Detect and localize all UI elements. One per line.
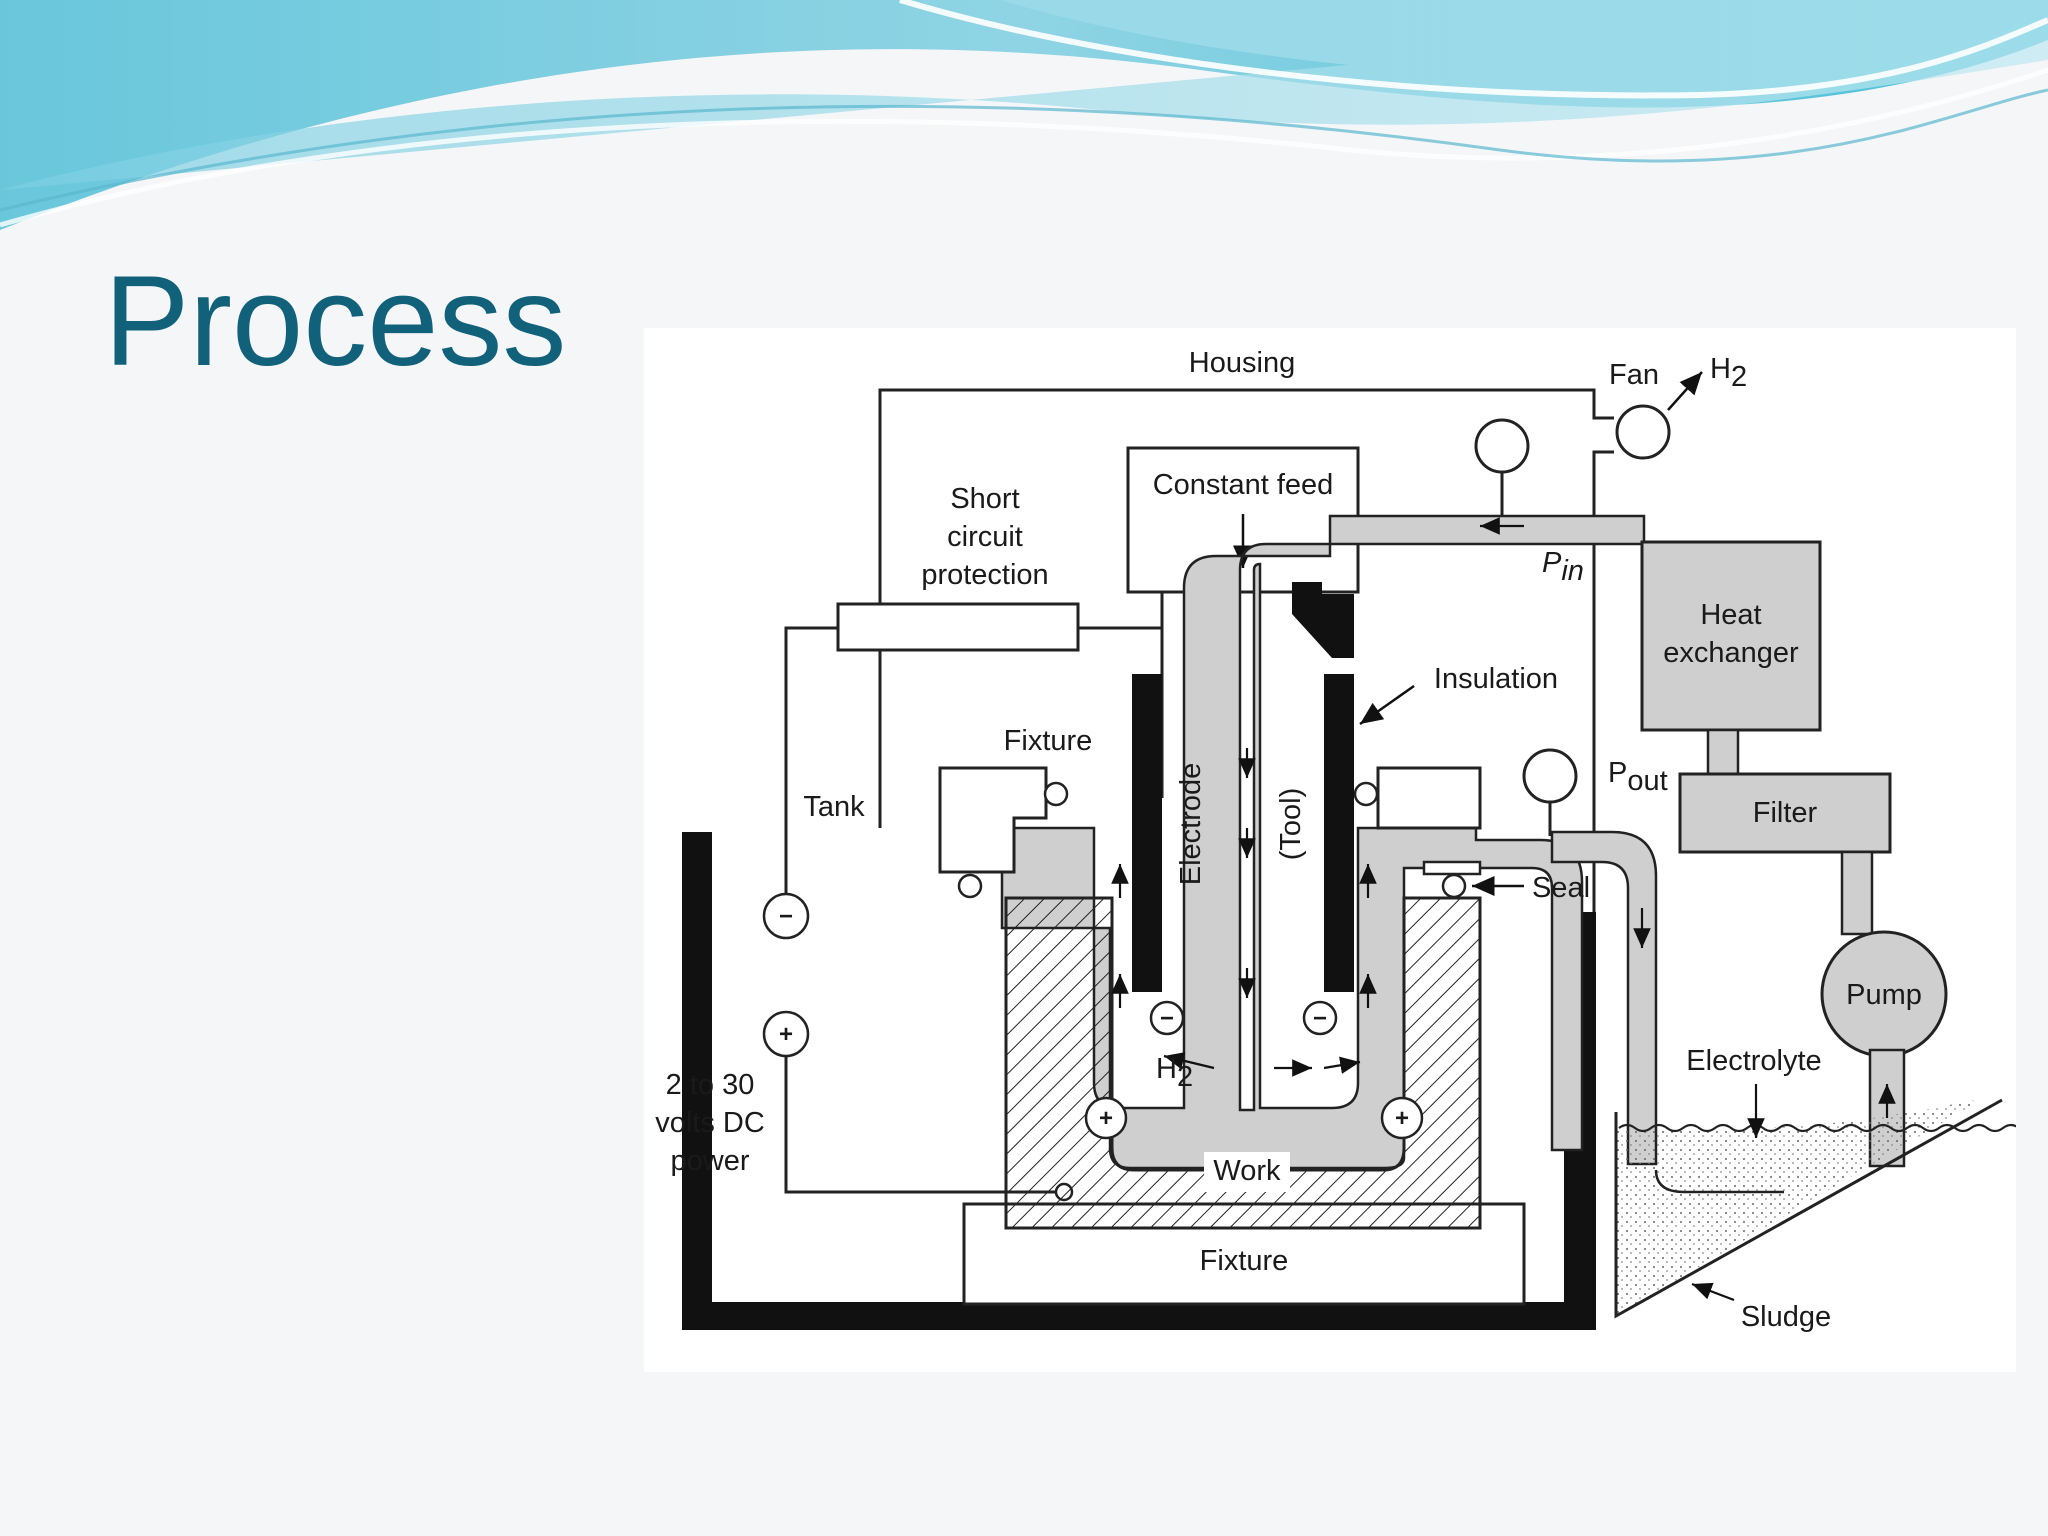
short-circuit-label-3: protection [921, 559, 1048, 591]
tank-label: Tank [803, 791, 865, 823]
filter-label: Filter [1753, 797, 1818, 829]
housing-right-wall [1592, 450, 1614, 913]
electrolyte-label: Electrolyte [1686, 1045, 1821, 1077]
electrode-label: Electrode [1175, 763, 1207, 886]
reservoir-wall [1614, 1098, 2003, 1319]
constant-feed-label: Constant feed [1153, 469, 1334, 501]
work-positive-right [1380, 1096, 1424, 1140]
short-circuit-protection-box [836, 602, 1080, 652]
pout-label: Pout [1608, 757, 1668, 797]
work-piece [1004, 896, 1482, 1230]
power-negative-sign: − [779, 903, 793, 930]
left-seal-roller [957, 873, 983, 899]
housing-outline [878, 388, 1614, 828]
h2-exhaust-arrow [1667, 371, 1703, 411]
power-label-1: 2 to 30 [666, 1069, 755, 1101]
insulation-pointer [1359, 684, 1415, 726]
filter-box [1678, 772, 1892, 854]
fan-icon [1615, 404, 1671, 460]
housing-label: Housing [1189, 347, 1295, 379]
heat-exchanger-label-1: Heat [1700, 599, 1761, 631]
work-positive-left-sign: + [1099, 1105, 1113, 1132]
heat-exchanger-label-2: exchanger [1663, 637, 1799, 669]
pin-gauge-icon [1474, 418, 1530, 474]
short-circuit-label-2: circuit [947, 521, 1023, 553]
tool-holder [1292, 582, 1354, 658]
filter-pump-link [1840, 850, 1874, 936]
electrode-left [1132, 674, 1162, 992]
electrode-left-negative-sign: − [1160, 1005, 1174, 1032]
power-label-2: volts DC [655, 1107, 765, 1139]
tool-label: (Tool) [1275, 788, 1307, 861]
electrolyte-surface [1618, 1123, 2016, 1133]
power-label-3: power [671, 1145, 750, 1177]
electrode-right-negative [1302, 1000, 1338, 1036]
seal-label: Seal [1532, 872, 1590, 904]
insulation-label: Insulation [1434, 663, 1558, 695]
work-positive-left [1084, 1096, 1128, 1140]
reservoir-sludge [1616, 1098, 1984, 1316]
pump-label: Pump [1846, 979, 1922, 1011]
work-label: Work [1213, 1155, 1281, 1187]
work-label-bg [1204, 1152, 1290, 1192]
electrode-right [1324, 674, 1354, 992]
power-negative-terminal [762, 892, 810, 940]
positive-lead-wire [784, 1034, 1064, 1194]
pout-gauge-icon [1522, 748, 1578, 804]
heat-exchanger-box [1640, 540, 1822, 732]
header-wave-decoration [0, 0, 2048, 230]
heat-exchanger-filter-link [1706, 728, 1740, 776]
electrode-right-negative-sign: − [1313, 1005, 1327, 1032]
ecm-process-diagram: − − + + − + Hous [655, 347, 2016, 1333]
fixture-top-label: Fixture [1004, 725, 1093, 757]
h2-exhaust-label: H2 [1710, 353, 1747, 393]
flow-arrows [1111, 517, 1524, 1077]
slide-title: Process [104, 250, 567, 393]
seal-plate [1422, 860, 1482, 876]
left-fixture [938, 766, 1048, 874]
electrode-left-negative [1149, 1000, 1185, 1036]
reservoir-inner-line [1654, 1169, 1784, 1194]
sludge-pointer [1691, 1282, 1735, 1302]
h2-gap-label: H2 [1156, 1053, 1193, 1093]
right-roller [1353, 781, 1379, 807]
left-roller [1043, 781, 1069, 807]
pin-label: Pin [1542, 547, 1584, 587]
work-positive-right-sign: + [1395, 1105, 1409, 1132]
sludge-label: Sludge [1741, 1301, 1831, 1333]
right-seal-roller [1441, 873, 1467, 899]
fan-label: Fan [1609, 359, 1659, 391]
right-fixture [1376, 766, 1482, 830]
power-positive-terminal [762, 1010, 810, 1058]
fixture-bottom-label: Fixture [1200, 1245, 1289, 1277]
short-circuit-label-1: Short [950, 483, 1019, 515]
negative-lead-wire [784, 626, 838, 894]
power-positive-sign: + [779, 1021, 793, 1048]
